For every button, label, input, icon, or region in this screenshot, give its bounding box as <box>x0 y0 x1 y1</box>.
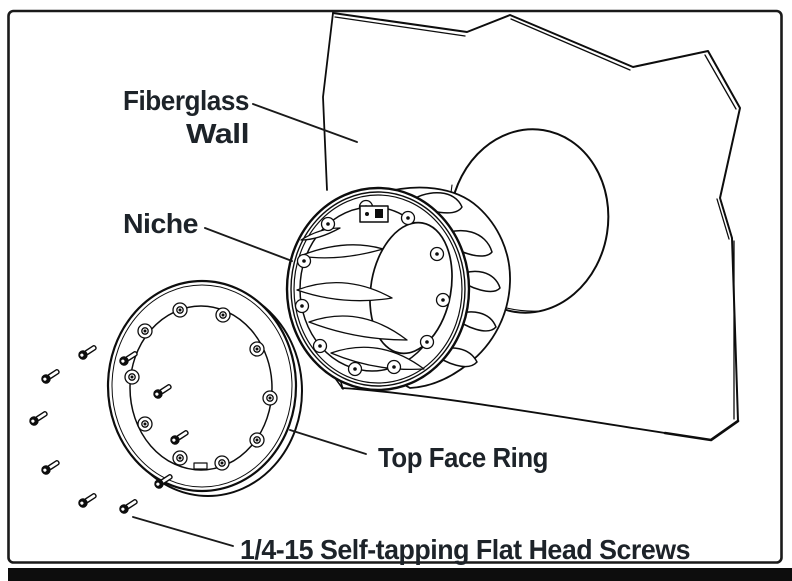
ring-outer-edge <box>106 279 298 493</box>
bottom-rule <box>8 568 792 581</box>
niche-inner-rib <box>300 227 341 241</box>
leader-line-top-face-ring <box>289 429 367 455</box>
screw <box>41 460 60 475</box>
label-screws: 1/4-15 Self-tapping Flat Head Screws <box>240 534 690 565</box>
wall-edge-left <box>322 12 334 191</box>
wall-corner <box>663 419 740 442</box>
ring-screw-holes <box>124 302 278 471</box>
niche-tab-dot <box>365 212 369 216</box>
niche-inner-rib <box>299 244 384 259</box>
leader-line-screws <box>132 516 234 547</box>
screw <box>119 499 138 514</box>
screw <box>153 384 172 399</box>
screw <box>29 411 48 426</box>
wall-edge-thickness <box>334 16 737 420</box>
screw <box>78 493 97 508</box>
wall-edge-bottom <box>341 387 666 434</box>
niche-top-tab <box>359 205 389 223</box>
niche-flange-rim <box>290 191 466 387</box>
wall-edge-top-right <box>332 12 741 422</box>
niche-inner-rib <box>308 315 408 341</box>
label-fiberglass-wall-line1: Fiberglass <box>123 85 249 116</box>
screw <box>78 345 97 360</box>
label-fiberglass-wall-line2: Wall <box>186 118 249 149</box>
screw <box>119 351 138 366</box>
label-top-face-ring: Top Face Ring <box>378 442 548 473</box>
leader-line-niche <box>204 227 293 262</box>
screws-group <box>29 345 189 514</box>
niche <box>285 186 511 392</box>
label-niche: Niche <box>123 208 198 239</box>
screw <box>41 369 60 384</box>
leader-line-fiberglass-wall <box>252 103 358 143</box>
niche-flange-rim <box>293 194 463 384</box>
ring-inner-rim <box>111 284 293 488</box>
ring-notch <box>193 462 208 470</box>
niche-tab-clip <box>375 209 383 218</box>
niche-inner-rib <box>296 282 393 302</box>
frame-border <box>7 9 783 564</box>
screw <box>154 474 173 489</box>
ring-scallop-edge <box>129 305 273 471</box>
niche-inner-rib <box>330 346 425 371</box>
top-face-ring <box>106 279 303 497</box>
screw <box>170 430 189 445</box>
